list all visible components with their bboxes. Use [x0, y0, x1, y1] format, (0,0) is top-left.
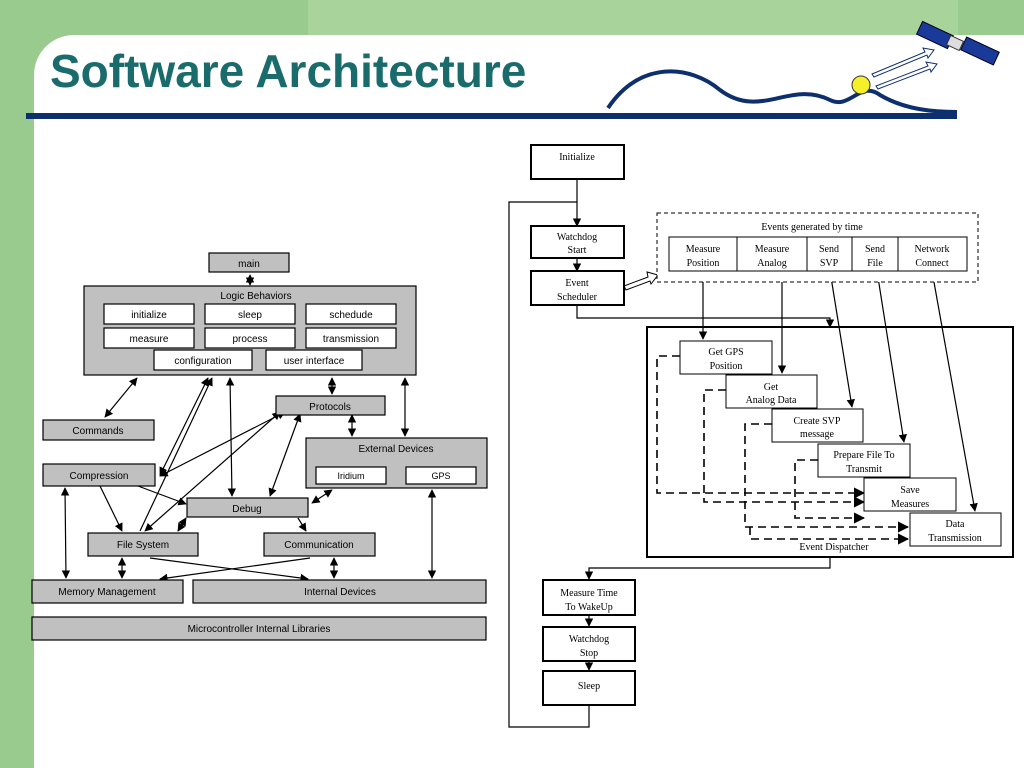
dispatch-step-boxes [679, 340, 1002, 547]
memory-management-label: Memory Management [58, 587, 155, 598]
event-cells [668, 236, 968, 272]
step-create-svp-l1: Create SVP [794, 416, 841, 427]
dispatcher-dashed-paths [656, 355, 910, 545]
events-generated-title: Events generated by time [761, 222, 863, 233]
logic-item-measure: measure [130, 334, 169, 345]
initialize-box [530, 144, 625, 180]
debug-box [186, 497, 309, 518]
scheduler-hollow-arrow [623, 271, 659, 291]
protocols-label: Protocols [309, 402, 351, 413]
step-get-analog-l2: Analog Data [746, 395, 797, 406]
sun-icon [851, 75, 871, 95]
event-send-svp-l2: SVP [820, 258, 839, 269]
internal-devices-label: Internal Devices [304, 587, 376, 598]
right-connectors [508, 179, 978, 728]
event-network-connect-l2: Connect [915, 258, 949, 269]
event-scheduler-box [530, 270, 625, 306]
satellite-icon [915, 20, 1000, 66]
header-decoration [26, 20, 1000, 119]
signal-arrow-icons [871, 47, 938, 90]
logic-item-process: process [232, 334, 267, 345]
event-scheduler-line2: Scheduler [557, 292, 598, 303]
watchdog-start-line1: Watchdog [557, 232, 597, 243]
left-connectors [60, 274, 437, 583]
logic-item-configuration: configuration [174, 356, 231, 367]
event-send-file-l1: Send [865, 244, 885, 255]
main-label: main [238, 259, 260, 270]
gps-box [405, 466, 477, 485]
external-devices-label: External Devices [358, 444, 433, 455]
step-data-transmission-l1: Data [946, 519, 965, 530]
logic-item-initialize: initialize [131, 310, 167, 321]
step-create-svp-l2: message [800, 429, 834, 440]
microcontroller-box [31, 616, 487, 641]
debug-label: Debug [232, 504, 261, 515]
watchdog-start-box [530, 225, 625, 259]
step-get-gps-l1: Get GPS [708, 347, 743, 358]
memory-management-box [31, 579, 184, 604]
watchdog-stop-l1: Watchdog [569, 634, 609, 645]
commands-label: Commands [72, 426, 123, 437]
logic-item-user-interface: user interface [284, 356, 345, 367]
gps-label: GPS [431, 471, 450, 481]
event-dispatcher-label: Event Dispatcher [799, 542, 869, 553]
commands-box [42, 419, 155, 441]
measure-time-l2: To WakeUp [565, 602, 612, 613]
iridium-label: Iridium [337, 471, 364, 481]
step-save-measures-l1: Save [900, 485, 920, 496]
initialize-label: Initialize [559, 152, 595, 163]
top-band-highlight [308, 0, 958, 35]
step-get-analog-l1: Get [764, 382, 779, 393]
logic-item-transmission: transmission [323, 334, 379, 345]
watchdog-start-line2: Start [568, 245, 587, 256]
logic-item-sleep: sleep [238, 310, 262, 321]
event-measure-analog-l2: Analog [757, 258, 786, 269]
measure-time-l1: Measure Time [560, 588, 618, 599]
file-system-label: File System [117, 540, 169, 551]
event-measure-position-l2: Position [687, 258, 720, 269]
sleep-box [542, 670, 636, 706]
left-architecture-diagram: main Logic Behaviors initialize sleep sc… [31, 252, 488, 641]
dispatcher-frame [646, 326, 1014, 558]
communication-box [263, 532, 376, 557]
watchdog-stop-box [542, 626, 636, 662]
step-data-transmission-l2: Transmission [928, 533, 982, 544]
compression-label: Compression [70, 471, 129, 482]
step-get-gps-l2: Position [710, 361, 743, 372]
protocols-box [275, 395, 386, 416]
microcontroller-label: Microcontroller Internal Libraries [188, 624, 331, 635]
step-prepare-file-l2: Transmit [846, 464, 882, 475]
event-scheduler-line1: Event [565, 278, 589, 289]
internal-devices-box [192, 579, 487, 604]
event-send-file-l2: File [867, 258, 883, 269]
slide-title: Software Architecture [50, 45, 527, 97]
logic-behaviors-label: Logic Behaviors [220, 291, 291, 302]
event-measure-position-l1: Measure [686, 244, 721, 255]
event-measure-analog-l1: Measure [755, 244, 790, 255]
file-system-box [87, 532, 199, 557]
measure-time-box [542, 579, 636, 616]
sleep-label: Sleep [578, 681, 600, 692]
watchdog-stop-l2: Stop [580, 648, 598, 659]
step-save-measures-l2: Measures [891, 499, 929, 510]
wave-line [606, 69, 958, 114]
main-box [208, 252, 290, 273]
iridium-box [315, 466, 387, 485]
compression-box [42, 463, 156, 487]
logic-item-schedude: schedude [329, 310, 373, 321]
communication-label: Communication [284, 540, 353, 551]
event-network-connect-l1: Network [915, 244, 950, 255]
logic-behaviors-items [103, 303, 397, 371]
step-prepare-file-l1: Prepare File To [833, 450, 894, 461]
right-flow-diagram: Initialize Watchdog Start Event Schedule… [508, 144, 1014, 728]
event-send-svp-l1: Send [819, 244, 839, 255]
